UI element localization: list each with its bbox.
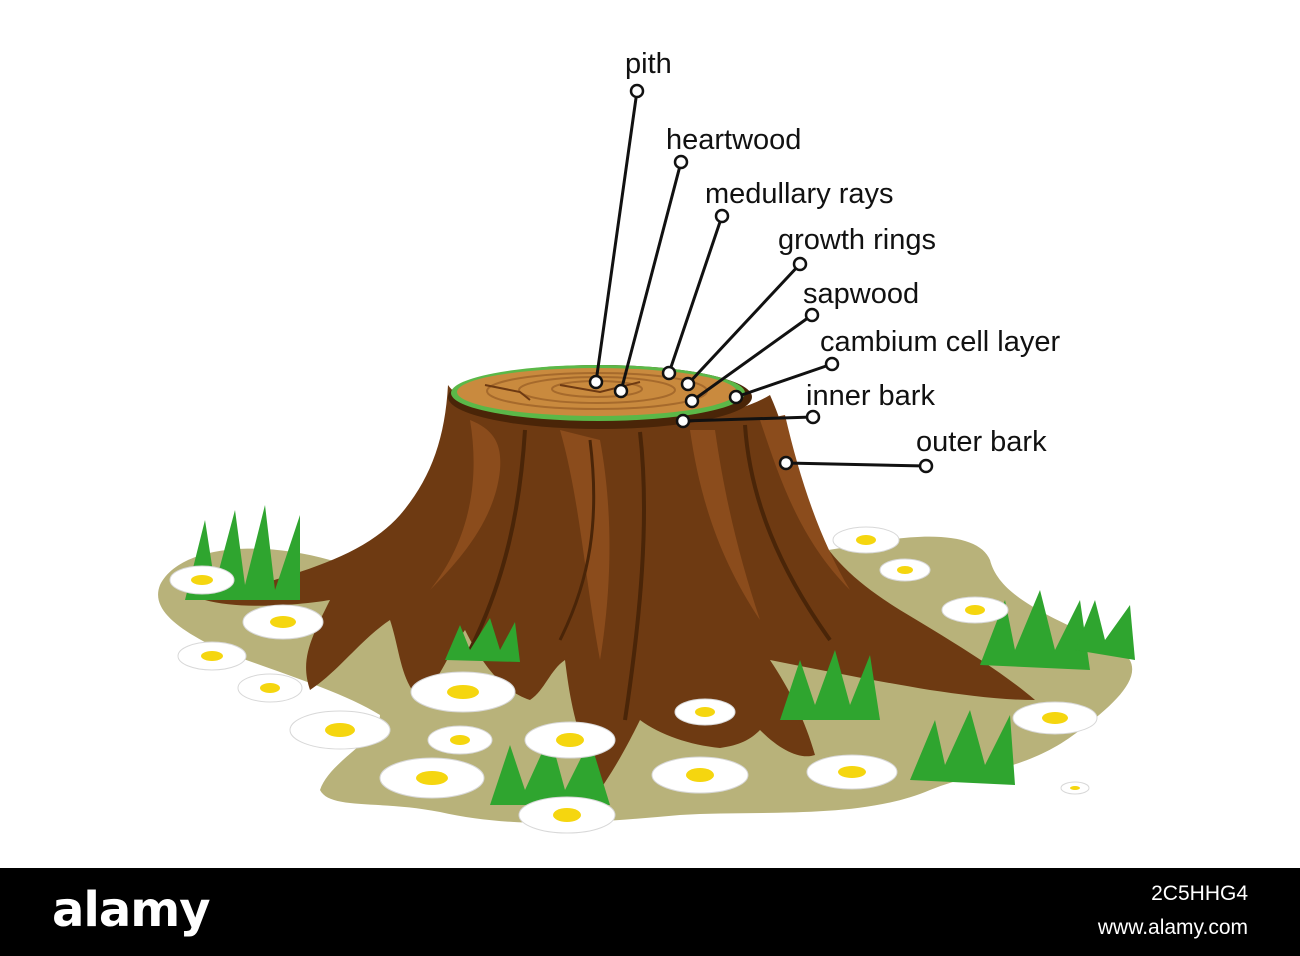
label-cambium-cell-layer: cambium cell layer [820, 326, 1060, 358]
leader-lines [594, 90, 927, 468]
label-growth-rings: growth rings [778, 224, 936, 256]
grass-tuft [185, 505, 300, 600]
bark-highlight [430, 420, 501, 590]
grass-tuft [980, 590, 1090, 670]
marker-outer-bark-target [778, 455, 794, 471]
marker-heartwood-label [673, 154, 689, 170]
part-labels: pith heartwood medullary rays growth rin… [625, 48, 1060, 458]
grass-tuft [910, 710, 1015, 785]
daisy [674, 698, 736, 726]
daisy [177, 641, 247, 671]
bark-groove [558, 439, 596, 641]
marker-cambium-label [824, 356, 840, 372]
daisy [242, 604, 324, 640]
marker-outer-bark-label [918, 458, 934, 474]
daisy [379, 757, 485, 799]
label-sapwood: sapwood [803, 278, 919, 310]
label-inner-bark: inner bark [806, 380, 935, 412]
daisy [806, 754, 898, 790]
alamy-logo: alamy [52, 882, 211, 938]
label-outer-bark: outer bark [916, 426, 1047, 458]
grass-tuft [445, 618, 520, 662]
daisy [410, 671, 516, 713]
daisy [518, 796, 616, 834]
bark-highlight [560, 430, 610, 660]
leader-line-medullary-rays [667, 215, 724, 374]
marker-medullary-rays-target [661, 365, 677, 381]
marker-inner-bark-label [805, 409, 821, 425]
marker-pith-label [629, 83, 645, 99]
daisy [427, 725, 493, 755]
marker-inner-bark-target [675, 413, 691, 429]
image-id: 2C5HHG4 [1151, 882, 1248, 905]
leader-line-pith [594, 90, 639, 383]
leader-line-outer-bark [785, 461, 927, 468]
marker-heartwood-target [613, 383, 629, 399]
leader-line-growth-rings [686, 262, 802, 386]
daisies [169, 526, 1098, 834]
marker-cambium-target [728, 389, 744, 405]
marker-medullary-rays-label [714, 208, 730, 224]
daisy [832, 526, 900, 554]
leader-line-sapwood [691, 313, 813, 403]
daisy [1012, 701, 1098, 735]
footer-bar: alamy 2C5HHG4 www.alamy.com [0, 868, 1300, 956]
daisy [237, 673, 303, 703]
bark-groove [468, 429, 527, 651]
leader-line-cambium [735, 362, 833, 399]
marker-growth-rings-label [792, 256, 808, 272]
daisy [289, 710, 391, 750]
bark-groove [623, 431, 647, 721]
marker-pith-target [588, 374, 604, 390]
bark-highlight [690, 430, 760, 620]
label-pith: pith [625, 48, 672, 80]
site-url: www.alamy.com [1097, 916, 1248, 939]
heart-crack [484, 384, 531, 401]
daisy [169, 565, 235, 595]
marker-sapwood-target [684, 393, 700, 409]
daisy [524, 721, 616, 759]
daisy [879, 558, 931, 582]
tree-stump-diagram: pith heartwood medullary rays growth rin… [158, 48, 1135, 834]
bark-groove [743, 424, 832, 642]
marker-growth-rings-target [680, 376, 696, 392]
daisy [941, 596, 1009, 624]
daisy [1060, 781, 1090, 795]
daisy [651, 756, 749, 794]
label-medullary-rays: medullary rays [705, 178, 894, 210]
leader-markers [588, 83, 934, 474]
leader-line-heartwood [619, 161, 683, 392]
marker-sapwood-label [804, 307, 820, 323]
leader-line-inner-bark [682, 415, 814, 423]
grass-tuft [490, 735, 610, 805]
grass-tuft [780, 650, 880, 720]
grass-tuft [1075, 600, 1135, 660]
heart-crack [559, 381, 641, 394]
label-heartwood: heartwood [666, 124, 801, 156]
grass-tufts [185, 505, 1135, 805]
